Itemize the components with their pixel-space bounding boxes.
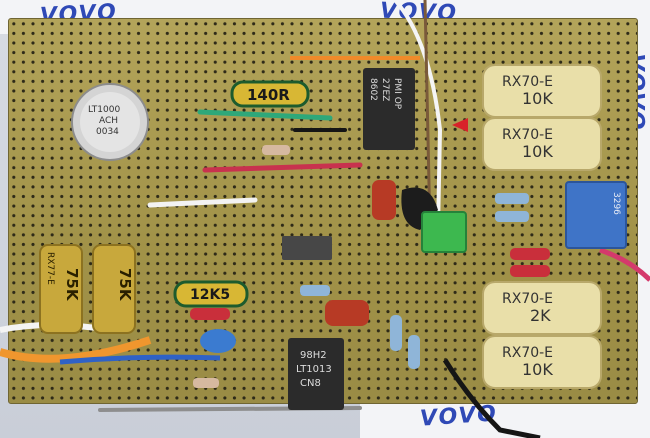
resistor-small-10 — [193, 378, 219, 388]
resistor-140r-body — [230, 80, 310, 108]
red-marker — [452, 118, 468, 132]
resistor-12k5-body — [173, 280, 249, 308]
dip-top-line-3: 8602 — [368, 78, 378, 101]
jumper-green — [197, 109, 333, 121]
trimmer-pot — [565, 181, 627, 249]
resistor-small-4 — [510, 248, 550, 260]
green-terminal — [421, 211, 467, 253]
resistor-small-9 — [408, 335, 420, 369]
dip-opamp-bottom — [288, 338, 344, 410]
rx70-1-line-2: 10K — [522, 89, 553, 108]
dip-bottom-line-1: 98H2 — [300, 350, 327, 361]
can-line-1: LT1000 — [88, 105, 120, 115]
rx70-4-line-1: RX70-E — [502, 345, 553, 361]
rx70-4-line-2: 10K — [522, 360, 553, 379]
rx70-2-line-1: RX70-E — [502, 127, 553, 143]
tantalum-right — [92, 244, 136, 334]
grey-block — [282, 236, 332, 260]
tantalum-right-value: 75K — [116, 268, 134, 302]
rx70-body-3 — [482, 281, 602, 335]
resistor-small-5 — [510, 265, 550, 277]
tantalum-left-value: 75K — [63, 268, 81, 302]
blue-wire-left — [59, 354, 221, 365]
dip-bottom-line-3: CN8 — [300, 378, 321, 389]
rx70-2-line-2: 10K — [522, 142, 553, 161]
rx70-3-line-2: 2K — [530, 306, 551, 325]
dip-top-line-2: 27EZ — [380, 78, 390, 101]
rx70-3-line-1: RX70-E — [502, 291, 553, 307]
tantalum-left — [39, 244, 83, 334]
resistor-small-8 — [390, 315, 402, 351]
resistor-small-1 — [262, 145, 290, 155]
rx70-1-line-1: RX70-E — [502, 74, 553, 90]
tantalum-left-side: RX77-E — [45, 252, 55, 285]
jumper-white — [147, 197, 258, 208]
resistor-small-6 — [300, 285, 330, 296]
rx70-body-2 — [482, 117, 602, 171]
red-cap-2 — [325, 300, 369, 326]
dip-opamp-top — [363, 68, 415, 150]
label-140r: 140R — [247, 86, 290, 104]
resistor-small-3 — [495, 211, 529, 222]
orange-wire-left — [0, 336, 152, 363]
black-wire-bottom — [442, 358, 541, 438]
can-line-3: 0034 — [96, 127, 119, 137]
jumper-red-1 — [202, 162, 363, 173]
resistor-small-7 — [190, 308, 230, 320]
brown-wire-top — [423, 0, 432, 231]
trimmer-label: 3296 — [611, 192, 621, 215]
dip-bottom-line-2: LT1013 — [296, 364, 332, 375]
blue-cap — [200, 329, 236, 353]
rx70-body-4 — [482, 335, 602, 389]
red-cap-1 — [372, 180, 396, 220]
can-line-2: ACH — [99, 116, 118, 126]
pink-wire-right — [599, 247, 650, 282]
dip-top-line-1: PMI OP — [392, 78, 402, 110]
resistor-small-2 — [495, 193, 529, 204]
label-12k5: 12K5 — [190, 287, 230, 303]
